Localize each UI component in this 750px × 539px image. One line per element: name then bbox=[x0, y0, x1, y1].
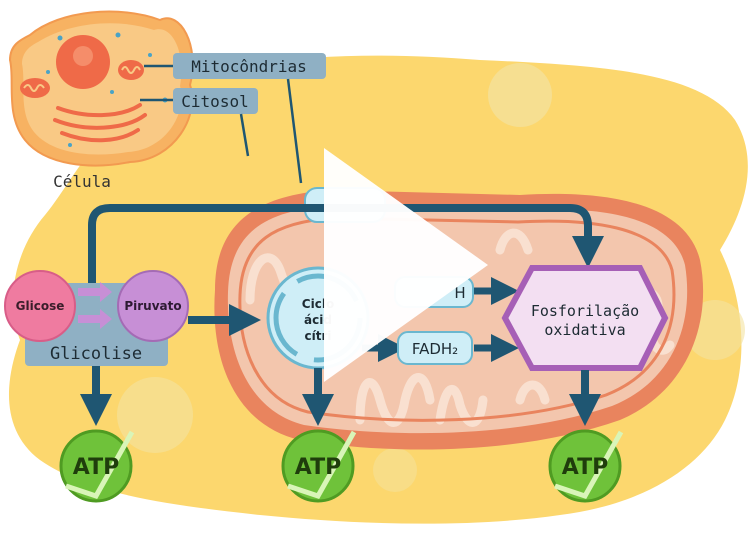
mitochondrion-small bbox=[118, 60, 144, 80]
glucose-circle bbox=[4, 270, 76, 342]
atp-label: ATP bbox=[562, 455, 608, 480]
citosol-label: Citosol bbox=[181, 92, 248, 111]
fosforilacao-line2: oxidativa bbox=[544, 321, 625, 339]
cytosol-spot bbox=[373, 448, 417, 492]
atp-label: ATP bbox=[73, 455, 119, 480]
atp-badge-glycolysis: ATP bbox=[59, 429, 135, 503]
endoplasmic-reticulum bbox=[53, 103, 147, 143]
oxidative-phosphorylation: Fosforilação oxidativa bbox=[501, 265, 669, 371]
mitocondrias-label: Mitocôndrias bbox=[191, 57, 307, 76]
nadh-label: H bbox=[454, 284, 465, 302]
glucose-to-pyruvate-arrows bbox=[78, 282, 112, 329]
glicolise-label: Glicolise bbox=[50, 344, 142, 364]
glicose-label: Glicose bbox=[16, 299, 65, 313]
atp-badge-krebs: ATP bbox=[281, 429, 357, 503]
atp-label: ATP bbox=[295, 455, 341, 480]
mitochondrion-small bbox=[20, 78, 50, 98]
fadh-carrier: FADH₂ bbox=[397, 331, 473, 365]
cell-label: Célula bbox=[53, 172, 111, 191]
play-icon[interactable] bbox=[324, 148, 488, 382]
leader-lines bbox=[140, 64, 303, 184]
cell-thumbnail bbox=[8, 10, 194, 167]
atp-badge-oxphos: ATP bbox=[548, 429, 624, 503]
fadh-label: FADH₂ bbox=[412, 340, 458, 358]
pyruvate-circle bbox=[117, 270, 189, 342]
cytosol-spot bbox=[117, 377, 193, 453]
fosforilacao-line1: Fosforilação bbox=[531, 302, 639, 320]
citosol-label-box: Citosol bbox=[173, 88, 258, 114]
nucleolus bbox=[73, 46, 93, 66]
glycolysis-block: Glicolise Glicose Piruvato bbox=[4, 270, 189, 366]
piruvato-label: Piruvato bbox=[124, 299, 181, 313]
play-button[interactable] bbox=[324, 148, 488, 382]
cytosol-spot bbox=[488, 63, 552, 127]
mitocondrias-label-box: Mitocôndrias bbox=[173, 53, 326, 79]
